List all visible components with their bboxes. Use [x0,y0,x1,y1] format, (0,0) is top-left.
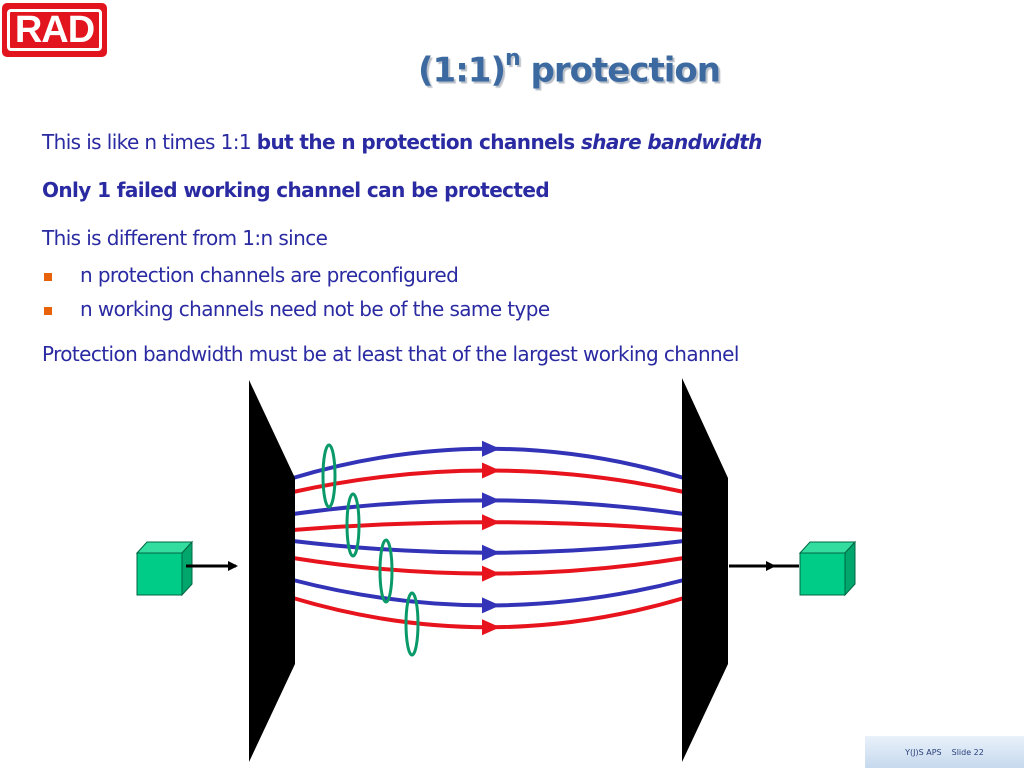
bullet-square-icon [44,307,52,315]
footer-slide-number: Slide 22 [951,747,984,757]
channel-pair-ellipse-4 [404,591,420,657]
text-line-1-normal: This is like n times 1:1 [42,130,257,154]
working-channel-1-arrowhead-icon [482,440,500,457]
text-line-3: This is different from 1:n since [42,226,328,250]
text-line-2-bold: Only 1 failed working channel can be pro… [42,178,550,202]
working-channel-4-arrowhead-icon [482,597,500,614]
bullet-text: n protection channels are preconfigured [80,263,459,287]
protection-channel-1-arrowhead-icon [482,462,500,479]
text-line-1: This is like n times 1:1 but the n prote… [42,130,762,154]
sink-cube-icon [798,540,857,597]
title-superscript: n [505,46,521,71]
right-mux [682,378,728,762]
text-line-4: Protection bandwidth must be at least th… [42,342,739,366]
source-cube-icon [135,540,194,597]
text-line-2: Only 1 failed working channel can be pro… [42,178,550,202]
left-mux [249,380,295,762]
channel-pair-ellipse-1 [321,443,337,509]
protection-channel-4-arrowhead-icon [482,619,500,636]
protection-channel-3-arrowhead-icon [482,565,500,582]
text-line-1-bold: but the n protection channels [256,130,581,154]
title-main: (1:1) [418,50,506,91]
title-suffix: protection [519,50,721,91]
working-channel-2-arrowhead-icon [482,492,500,509]
channel-pair-ellipse-2 [345,492,361,558]
rad-logo: RAD [2,3,107,57]
bullet-text: n working channels need not be of the sa… [80,297,550,321]
slide-title: (1:1)n protection [418,46,721,91]
text-line-1-bold-italic: share bandwidth [580,130,762,154]
working-channel-3-arrowhead-icon [482,544,500,561]
rad-logo-text: RAD [7,9,102,51]
footer-left-text: Y(J)S APS [905,747,942,757]
protection-channel-2-arrowhead-icon [482,514,500,531]
bullet-square-icon [44,273,52,281]
channel-pair-ellipse-3 [378,538,394,604]
slide-footer: Y(J)S APS Slide 22 [865,736,1024,768]
